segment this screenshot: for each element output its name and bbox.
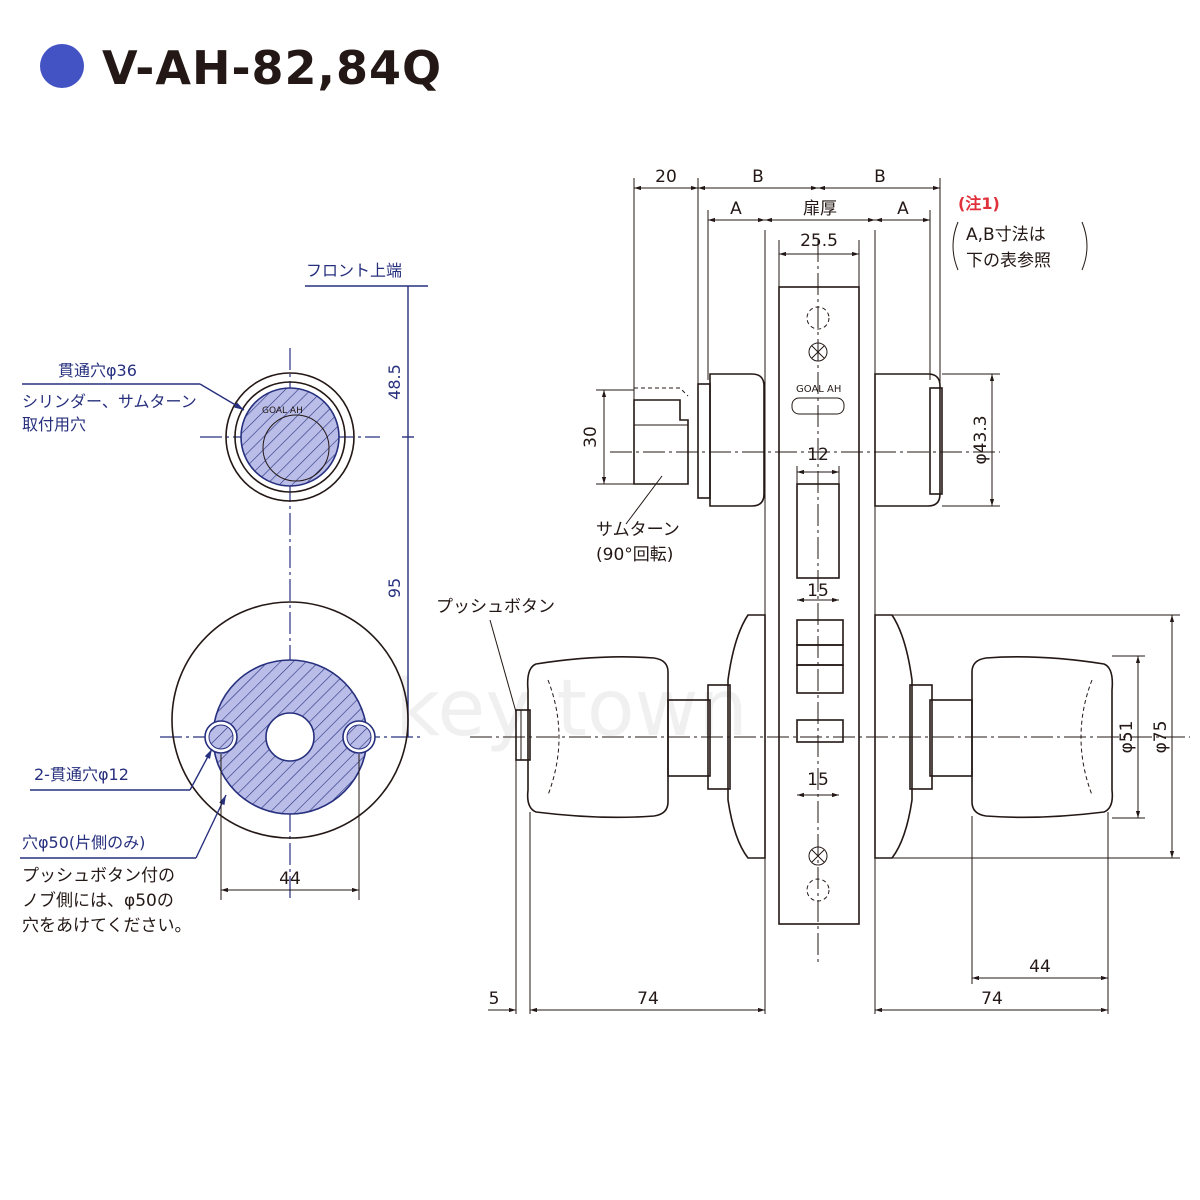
hole-50-label-4: 穴をあけてください。 xyxy=(22,916,192,936)
cylinder-rose-outer xyxy=(225,372,355,502)
dim-30: 30 xyxy=(581,426,601,448)
thumbturn xyxy=(633,399,689,485)
dim-b-left: B xyxy=(752,167,764,187)
faceplate-logo: GOAL AH xyxy=(796,384,841,395)
cylinder-collar xyxy=(929,387,943,495)
through-hole-36-label: 貫通穴φ36 xyxy=(58,361,137,380)
dim-phi51: φ51 xyxy=(1117,721,1137,754)
knob-right-hidden xyxy=(1080,679,1093,796)
through-hole-12-left-inner xyxy=(208,724,234,750)
latch-bolt xyxy=(796,719,844,743)
dim-44-left: 44 xyxy=(279,869,301,889)
knob-left-hidden xyxy=(547,679,560,796)
dim-phi43-3: φ43.3 xyxy=(971,415,991,464)
dim-25-5: 25.5 xyxy=(800,231,838,251)
right-view: GOAL AH 12 15 15 20 B B A 扉厚 xyxy=(436,167,1190,1014)
dim-a-right: A xyxy=(897,199,909,219)
dim-74-left: 74 xyxy=(637,989,659,1009)
screw-bottom-mark-2 xyxy=(811,849,825,863)
thumbturn-label-2: (90°回転) xyxy=(596,545,673,565)
latch-block-1 xyxy=(796,619,844,646)
front-top-label: フロント上端 xyxy=(306,261,402,280)
push-button-leader xyxy=(489,619,517,713)
thumbturn-rose-collar xyxy=(697,383,711,499)
through-hole-12-label: 2-貫通穴φ12 xyxy=(34,765,129,784)
latch-block-3 xyxy=(796,664,844,694)
dim-48-5: 48.5 xyxy=(385,364,404,400)
latch-block-2 xyxy=(796,644,844,666)
deadbolt-slot xyxy=(796,483,840,579)
dim-a-left: A xyxy=(730,199,742,219)
lock-front-plate xyxy=(778,286,860,925)
door-thickness-label: 扉厚 xyxy=(803,199,837,219)
dim-44-right: 44 xyxy=(1029,957,1051,977)
note-bracket-left xyxy=(952,221,959,271)
knob-left-collar xyxy=(707,684,731,790)
dim-95: 95 xyxy=(385,578,404,598)
dim-15-top: 15 xyxy=(807,581,829,601)
hole-50-label-1: 穴φ50(片側のみ) xyxy=(22,833,145,852)
through-hole-12-right-inner xyxy=(346,724,372,750)
cylinder-plug xyxy=(262,414,330,482)
screw-top-hidden xyxy=(806,306,830,330)
dim-74-right: 74 xyxy=(981,989,1003,1009)
dim-b-right: B xyxy=(874,167,886,187)
note-line-1: A,B寸法は xyxy=(966,225,1046,245)
dim-15-bottom: 15 xyxy=(807,770,829,790)
screw-bottom-hidden xyxy=(806,878,830,902)
note-bracket-right xyxy=(1081,221,1088,271)
title-bullet-icon xyxy=(40,44,84,88)
leader-12-arrow xyxy=(189,748,213,791)
leader-36-arrow xyxy=(199,383,245,411)
knob-left xyxy=(526,656,669,819)
faceplate-logo-badge xyxy=(791,397,845,415)
dim-12: 12 xyxy=(807,445,829,465)
watermark: key town xyxy=(395,664,748,754)
spindle-hole xyxy=(265,712,315,762)
knob-left-rose xyxy=(727,614,766,859)
knob-right xyxy=(971,656,1114,819)
thumbturn-leader xyxy=(625,475,663,525)
push-button xyxy=(515,709,531,761)
page-title: V-AH-82,84Q xyxy=(102,41,442,95)
cylinder-rose-inner xyxy=(234,381,346,493)
cylinder-hole-label-2: 取付用穴 xyxy=(22,415,86,434)
knob-rose-outer xyxy=(171,601,409,839)
knob-right-collar xyxy=(909,684,933,790)
left-view: フロント上端 48.5 95 GOAL AH 貫通穴φ36 シリンダー、サムター… xyxy=(20,261,428,936)
note-line-2: 下の表参照 xyxy=(966,251,1051,271)
screw-top-mark-2 xyxy=(811,345,825,359)
push-button-label: プッシュボタン xyxy=(436,597,555,617)
thumbturn-rotated-outline xyxy=(634,387,689,397)
dim-5: 5 xyxy=(489,989,500,1009)
screw-top xyxy=(808,342,828,362)
note-title: (注1) xyxy=(958,194,1000,213)
hole-50-label-3: ノブ側には、φ50の xyxy=(22,890,174,911)
through-hole-36 xyxy=(240,387,340,487)
thumbturn-label-1: サムターン xyxy=(596,520,680,540)
screw-bottom xyxy=(808,846,828,866)
thumbturn-rose xyxy=(709,373,765,507)
cylinder-logo: GOAL AH xyxy=(262,406,303,416)
knob-right-neck xyxy=(929,699,973,777)
knob-right-rose xyxy=(874,614,913,859)
hole-50-label-2: プッシュボタン付の xyxy=(22,866,175,886)
dim-phi75: φ75 xyxy=(1151,721,1171,754)
dim-20: 20 xyxy=(655,167,677,187)
cylinder-hole-label-1: シリンダー、サムターン xyxy=(22,392,197,411)
